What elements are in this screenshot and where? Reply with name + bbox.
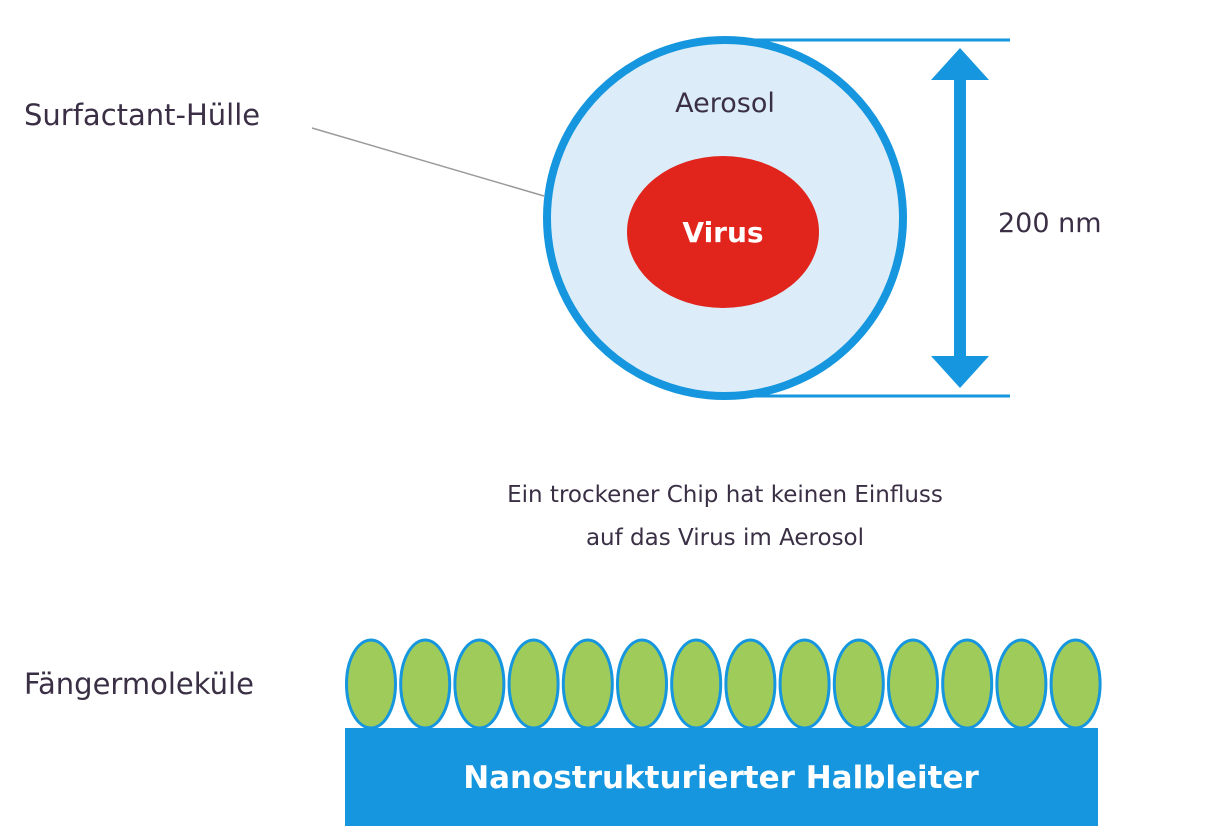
caption-line-2: auf das Virus im Aerosol (586, 525, 864, 551)
size-label: 200 nm (998, 208, 1102, 239)
capture-molecules-label: Fängermoleküle (24, 667, 254, 701)
aerosol-label: Aerosol (675, 88, 775, 119)
capture-molecule (995, 638, 1048, 730)
dimension-arrow (931, 48, 989, 388)
capture-molecule (670, 638, 723, 730)
surfactant-leader-line (311, 127, 545, 197)
surfactant-shell-label: Surfactant-Hülle (24, 98, 260, 132)
semiconductor-label: Nanostrukturierter Halbleiter (463, 760, 979, 796)
capture-molecule (507, 638, 560, 730)
capture-molecules (345, 638, 1102, 730)
capture-molecule (832, 638, 885, 730)
capture-molecule (887, 638, 939, 730)
capture-molecule (724, 638, 777, 730)
caption-line-1: Ein trockener Chip hat keinen Einfluss (507, 482, 943, 508)
capture-molecule (778, 638, 831, 730)
capture-molecule (616, 638, 668, 730)
semiconductor-base (345, 728, 1098, 826)
capture-molecule (1049, 638, 1102, 730)
capture-molecule (561, 638, 614, 730)
virus-particle (627, 156, 819, 308)
capture-molecule (941, 638, 994, 730)
capture-molecule (453, 638, 506, 730)
capture-molecule (399, 638, 452, 730)
capture-molecule (345, 638, 397, 730)
virus-label: Virus (682, 216, 763, 249)
